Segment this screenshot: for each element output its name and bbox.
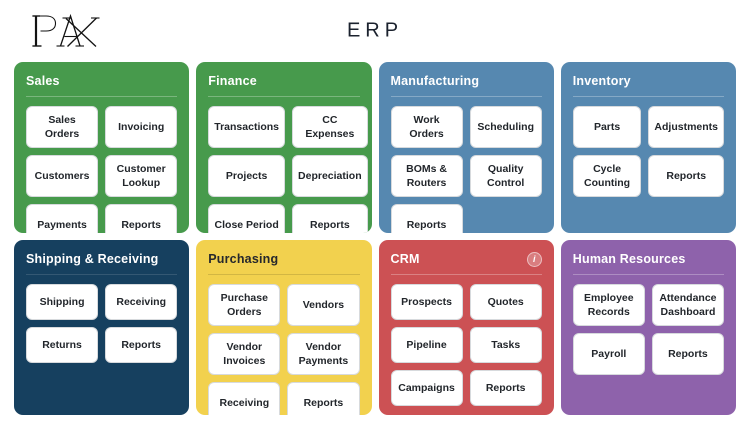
- card-title: Inventory: [572, 74, 631, 88]
- tile-purchase-orders[interactable]: Purchase Orders: [208, 284, 281, 326]
- tile-close-period[interactable]: Close Period: [208, 204, 286, 233]
- card-header: Finance: [208, 73, 359, 89]
- tile-vendor-invoices[interactable]: Vendor Invoices: [208, 333, 281, 375]
- tile-reports[interactable]: Reports: [105, 204, 178, 233]
- page-header: ERP: [14, 0, 736, 62]
- tile-vendor-payments[interactable]: Vendor Payments: [287, 333, 360, 375]
- card-header: Sales: [26, 73, 177, 89]
- card-title: Manufacturing: [390, 74, 480, 88]
- card-divider: [208, 274, 360, 275]
- card-header: Shipping & Receiving: [26, 251, 177, 267]
- tile-receiving[interactable]: Receiving: [208, 382, 281, 415]
- tile-payments[interactable]: Payments: [26, 204, 99, 233]
- tile-reports[interactable]: Reports: [469, 370, 542, 406]
- card-divider: [390, 96, 542, 97]
- card-title: Sales: [26, 74, 60, 88]
- tile-pipeline[interactable]: Pipeline: [390, 327, 463, 363]
- tile-projects[interactable]: Projects: [208, 155, 286, 197]
- card-title: Finance: [208, 74, 257, 88]
- tile-customer-lookup[interactable]: Customer Lookup: [105, 155, 178, 197]
- tile-quotes[interactable]: Quotes: [469, 284, 542, 320]
- tile-transactions[interactable]: Transactions: [208, 106, 286, 148]
- card-divider: [26, 96, 178, 97]
- card-header: Manufacturing: [391, 73, 542, 89]
- tile-work-orders[interactable]: Work Orders: [390, 106, 463, 148]
- tile-parts[interactable]: Parts: [572, 106, 642, 148]
- tile-payroll[interactable]: Payroll: [572, 333, 645, 375]
- card-title: Shipping & Receiving: [26, 252, 159, 266]
- tile-reports[interactable]: Reports: [292, 204, 368, 233]
- tile-scheduling[interactable]: Scheduling: [469, 106, 542, 148]
- tile-shipping[interactable]: Shipping: [26, 284, 99, 320]
- card-divider: [390, 274, 542, 275]
- card-title: Human Resources: [572, 252, 686, 266]
- tile-cycle-counting[interactable]: Cycle Counting: [572, 155, 642, 197]
- tile-adjustments[interactable]: Adjustments: [648, 106, 724, 148]
- card-title: Purchasing: [208, 252, 279, 266]
- card-divider: [208, 96, 360, 97]
- tile-depreciation[interactable]: Depreciation: [292, 155, 368, 197]
- card-divider: [572, 96, 724, 97]
- tile-sales-orders[interactable]: Sales Orders: [26, 106, 99, 148]
- card-header: Human Resources: [573, 251, 724, 267]
- card-divider: [26, 274, 178, 275]
- card-header: CRM i: [391, 251, 542, 267]
- tile-reports[interactable]: Reports: [651, 333, 724, 375]
- tile-employee-records[interactable]: Employee Records: [572, 284, 645, 326]
- tile-vendors[interactable]: Vendors: [287, 284, 360, 326]
- tile-quality-control[interactable]: Quality Control: [469, 155, 542, 197]
- tile-reports[interactable]: Reports: [648, 155, 724, 197]
- tile-receiving[interactable]: Receiving: [105, 284, 178, 320]
- card-header: Purchasing: [208, 251, 359, 267]
- pax-logo: [14, 9, 110, 53]
- tile-reports[interactable]: Reports: [287, 382, 360, 415]
- card-header: Inventory: [573, 73, 724, 89]
- tile-tasks[interactable]: Tasks: [469, 327, 542, 363]
- tile-reports[interactable]: Reports: [390, 204, 463, 233]
- tile-campaigns[interactable]: Campaigns: [390, 370, 463, 406]
- page-title: ERP: [346, 19, 404, 42]
- tile-invoicing[interactable]: Invoicing: [105, 106, 178, 148]
- tile-reports[interactable]: Reports: [105, 327, 178, 363]
- card-title: CRM: [390, 252, 420, 266]
- tile-returns[interactable]: Returns: [26, 327, 99, 363]
- info-icon[interactable]: i: [526, 251, 542, 267]
- tile-cc-expenses[interactable]: CC Expenses: [292, 106, 368, 148]
- tile-attendance-dashboard[interactable]: Attendance Dashboard: [651, 284, 724, 326]
- tile-prospects[interactable]: Prospects: [390, 284, 463, 320]
- tile-customers[interactable]: Customers: [26, 155, 99, 197]
- tile-boms-and-routers[interactable]: BOMs & Routers: [390, 155, 463, 197]
- card-divider: [572, 274, 724, 275]
